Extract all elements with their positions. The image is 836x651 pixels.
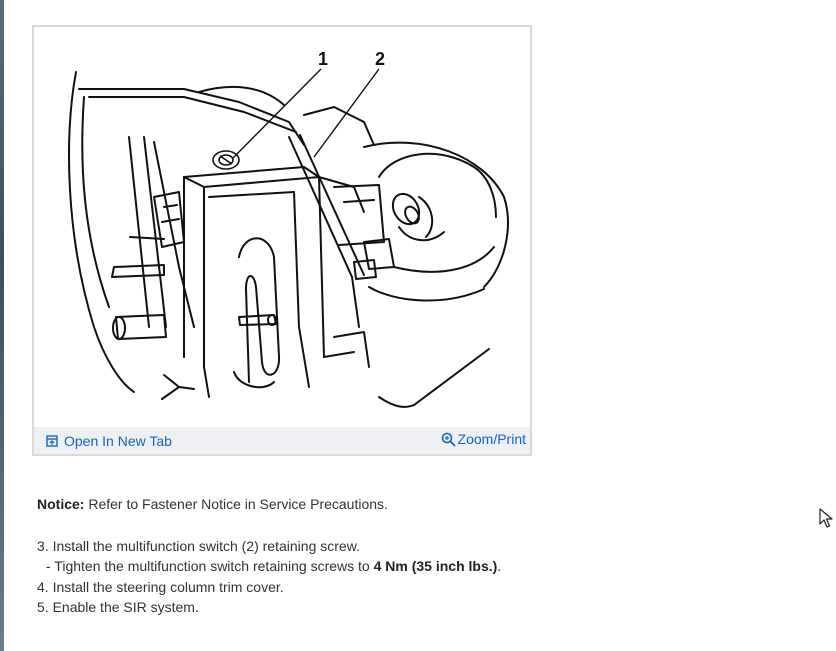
illustration-frame: 1 2 Open In New Tab Zoom/Print [32, 25, 532, 456]
open-new-tab-icon [46, 435, 58, 447]
notice-text: Refer to Fastener Notice in Service Prec… [84, 496, 388, 512]
mouse-pointer-icon [819, 508, 833, 528]
steering-column-diagram: 1 2 [68, 49, 509, 408]
callout-2: 2 [375, 49, 385, 69]
step-5: 5. Enable the SIR system. [37, 599, 199, 615]
open-in-new-tab-label: Open In New Tab [64, 433, 172, 449]
torque-value: 4 Nm (35 inch lbs.) [373, 558, 498, 574]
figure-caption-bar: Open In New Tab Zoom/Print [34, 427, 530, 454]
step-4: 4. Install the steering column trim cove… [37, 578, 284, 595]
zoom-print-link[interactable]: Zoom/Print [441, 431, 526, 447]
open-in-new-tab-link[interactable]: Open In New Tab [46, 433, 172, 449]
notice-label: Notice: [37, 496, 85, 512]
step-3-torque: - Tighten the multifunction switch retai… [37, 556, 501, 577]
procedure-text: Notice: Refer to Fastener Notice in Serv… [37, 494, 501, 618]
window-left-edge [0, 0, 4, 651]
torque-prefix: - Tighten the multifunction switch retai… [46, 558, 374, 574]
magnifier-zoom-icon [441, 432, 455, 446]
notice-line: Notice: Refer to Fastener Notice in Serv… [37, 494, 501, 515]
step-3: 3. Install the multifunction switch (2) … [37, 537, 360, 554]
callout-1: 1 [318, 49, 328, 69]
torque-suffix: . [497, 558, 502, 574]
zoom-print-label: Zoom/Print [457, 431, 526, 447]
